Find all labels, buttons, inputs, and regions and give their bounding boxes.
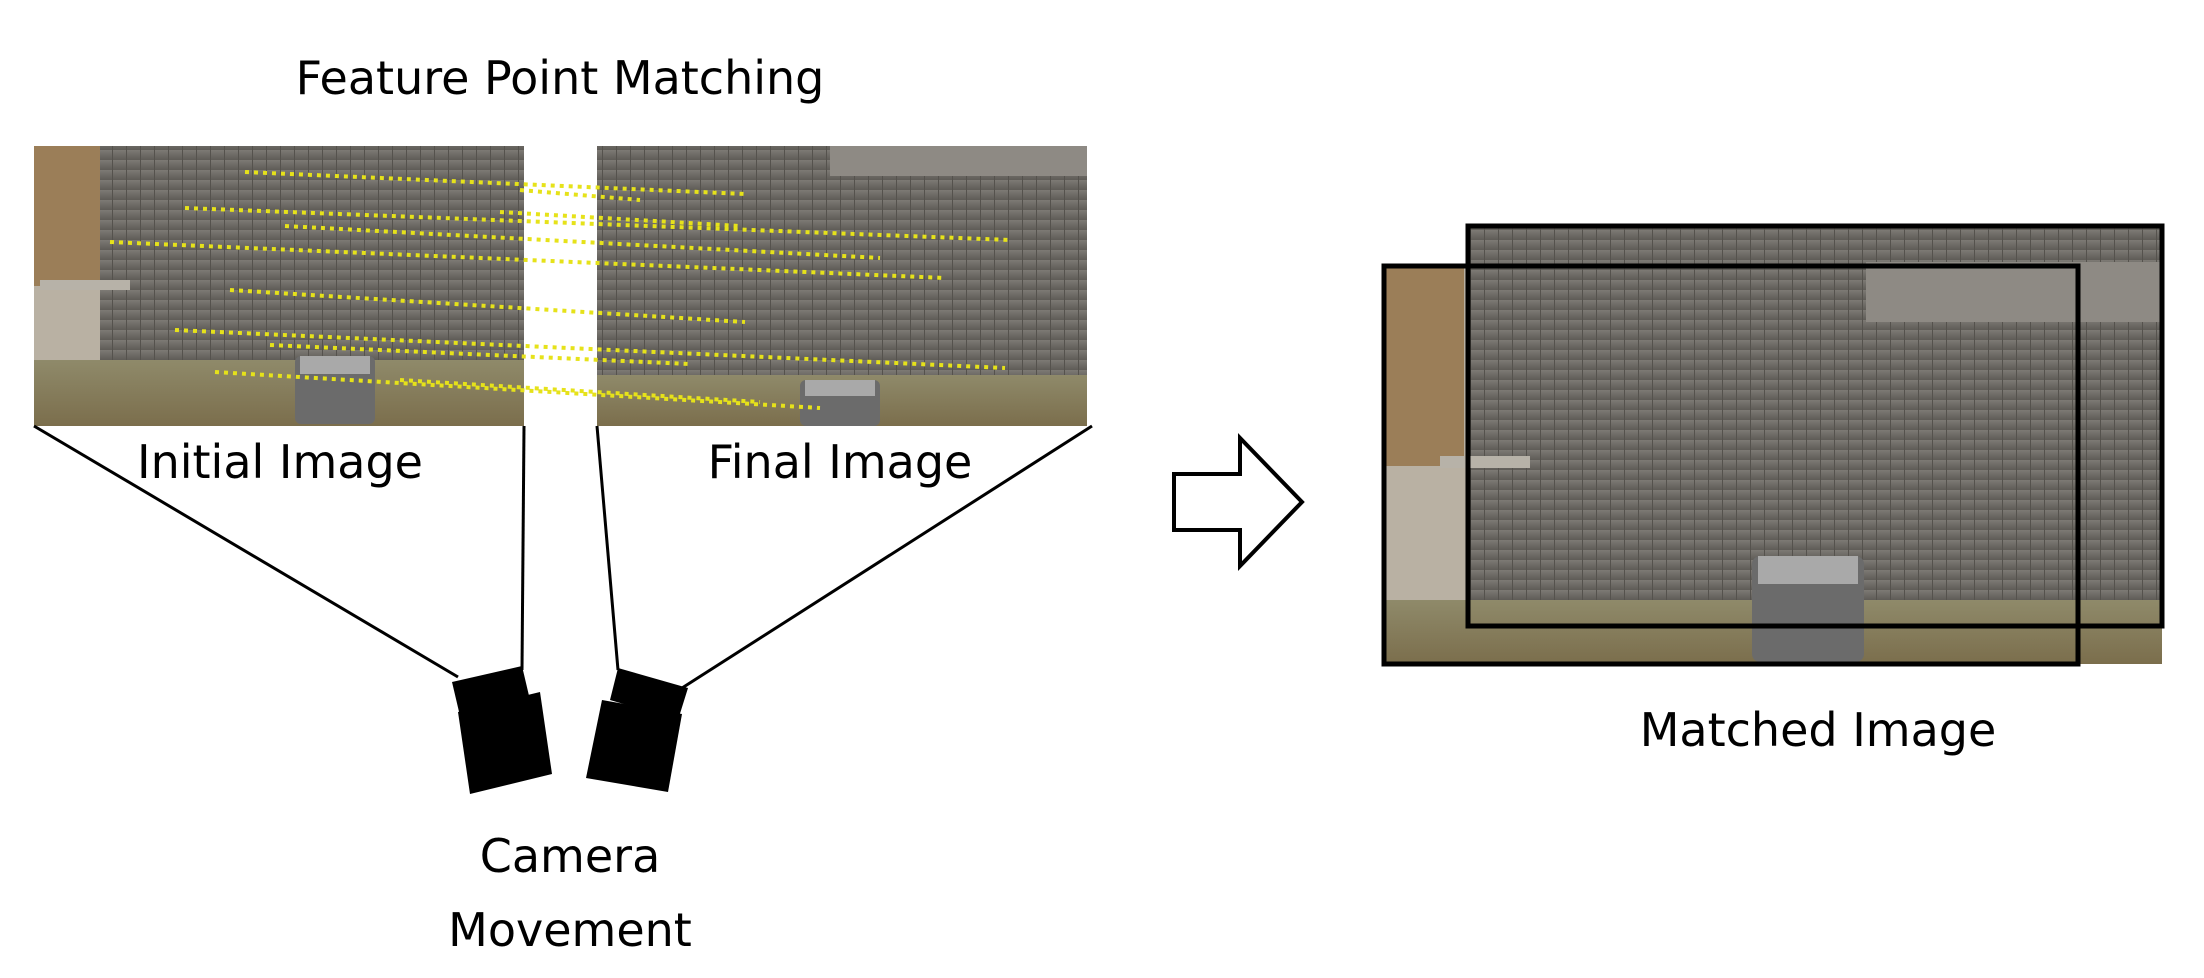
initial-image-label: Initial Image — [137, 435, 423, 489]
feature-match-lines — [109, 170, 1011, 410]
matched-final-frame — [1465, 223, 2165, 629]
matched-initial-frame — [1381, 263, 2081, 667]
title-text: Feature Point Matching — [296, 51, 825, 105]
camera-left-icon — [452, 666, 552, 794]
right-arrow-icon — [1172, 433, 1305, 571]
matched-image-label: Matched Image — [1640, 703, 1997, 757]
camera-movement-label-line1: Camera — [480, 829, 661, 883]
camera-right-icon — [586, 668, 688, 792]
initial-image-photo — [34, 146, 524, 426]
matched-image-photo — [1384, 228, 2162, 664]
final-image-label: Final Image — [708, 435, 973, 489]
camera-view-lines — [33, 424, 1093, 690]
final-image-photo — [597, 146, 1087, 426]
camera-movement-label-line2: Movement — [448, 903, 692, 957]
